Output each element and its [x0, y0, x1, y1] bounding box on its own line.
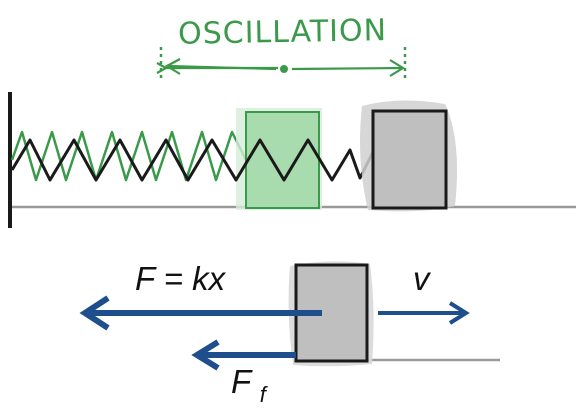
- velocity-label: v: [413, 260, 432, 297]
- oscillation-arrow-left-line: [167, 64, 277, 71]
- velocity-arrow-head: [448, 301, 470, 325]
- ghost-block: [245, 111, 320, 209]
- oscillation-arrow-right-head: [389, 59, 406, 77]
- oscillation-label: OSCILLATION: [178, 13, 388, 52]
- spring-force-label: F = kx: [135, 260, 227, 297]
- oscillation-arrow-right-line: [291, 66, 403, 71]
- black-spring: [10, 138, 376, 182]
- friction-label-main: F: [231, 363, 253, 400]
- equilibrium-dot: [280, 65, 288, 73]
- oscillation-arrow-left-head: [164, 58, 181, 75]
- friction-arrow-head: [191, 339, 220, 371]
- oscillation-diagram: OSCILLATION: [8, 13, 576, 228]
- mass-block: [371, 109, 448, 210]
- spring-force-arrow-head: [79, 295, 110, 331]
- force-diagram: F = kx v F f: [79, 260, 500, 407]
- friction-label: F f: [231, 363, 269, 407]
- friction-label-sub: f: [260, 382, 269, 407]
